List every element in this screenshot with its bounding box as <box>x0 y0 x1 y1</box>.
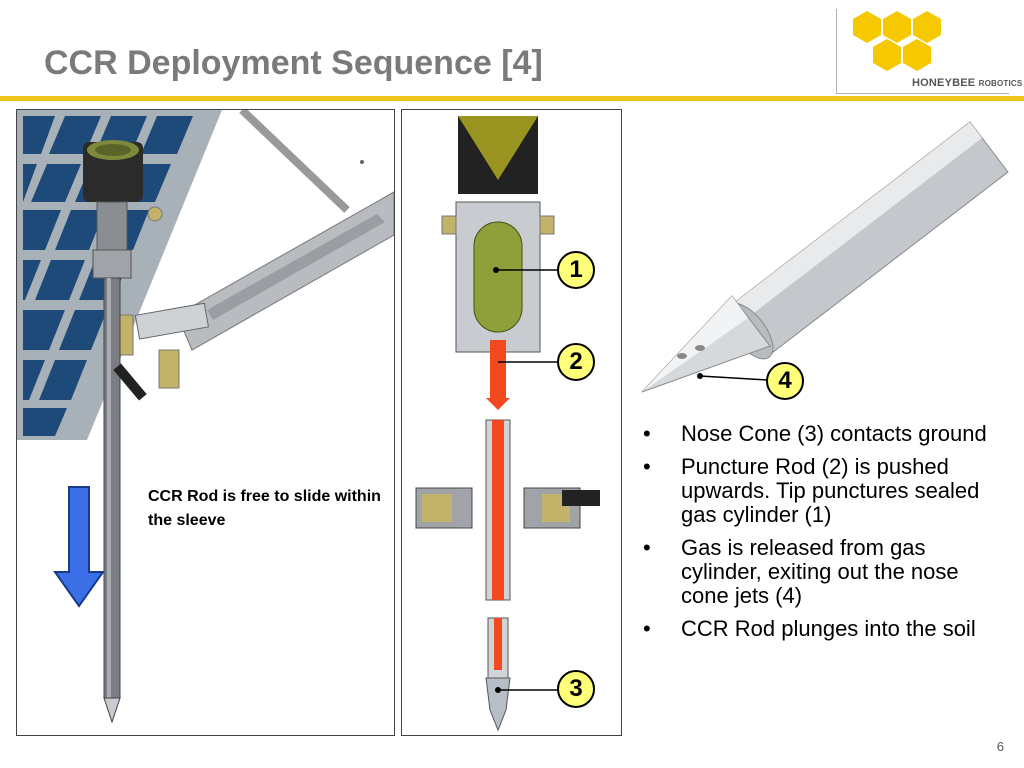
ccr-deployed-illustration <box>17 110 394 724</box>
spring-lower <box>158 349 180 389</box>
deployment-steps-list: Nose Cone (3) contacts ground Puncture R… <box>641 422 1001 650</box>
callout-3: 3 <box>557 670 595 708</box>
nose-cone-closeup <box>641 121 1009 393</box>
sleeve-section <box>415 419 600 601</box>
ccr-rod <box>83 140 163 724</box>
logo-suffix: ROBOTICS <box>978 79 1023 88</box>
logo-brand: HONEYBEE <box>912 77 976 89</box>
callout-1: 1 <box>557 251 595 289</box>
bullet-item: Gas is released from gas cylinder, exiti… <box>641 536 1001 608</box>
rod-slide-caption: CCR Rod is free to slide within the slee… <box>148 488 381 529</box>
ccr-section-views <box>415 116 600 732</box>
nose-cone-section <box>485 617 511 732</box>
down-arrow-icon <box>53 486 105 608</box>
page-number: 6 <box>996 739 1004 754</box>
logo-wordmark: HONEYBEE ROBOTICS <box>912 77 1022 89</box>
callout-4: 4 <box>766 362 804 400</box>
honeybee-logo <box>836 9 1009 94</box>
slide-title: CCR Deployment Sequence [4] <box>44 44 543 82</box>
left-illustration-panel <box>16 109 395 736</box>
bullet-item: CCR Rod plunges into the soil <box>641 617 1001 642</box>
title-divider <box>0 96 1024 101</box>
bullet-item: Puncture Rod (2) is pushed upwards. Tip … <box>641 455 1001 527</box>
honeycomb-icon <box>853 11 941 71</box>
middle-section-panel <box>401 109 622 736</box>
bullet-item: Nose Cone (3) contacts ground <box>641 422 1001 447</box>
callout-2: 2 <box>557 343 595 381</box>
deployment-arm <box>134 110 394 351</box>
gas-cylinder-section <box>441 116 555 410</box>
